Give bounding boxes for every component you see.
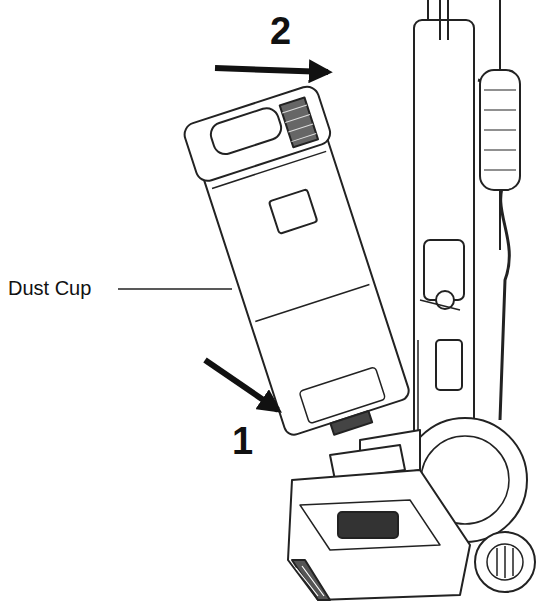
part-label: Dust Cup [8, 278, 91, 298]
callout-number: 2 [270, 12, 291, 50]
callout-number: 1 [232, 422, 253, 460]
